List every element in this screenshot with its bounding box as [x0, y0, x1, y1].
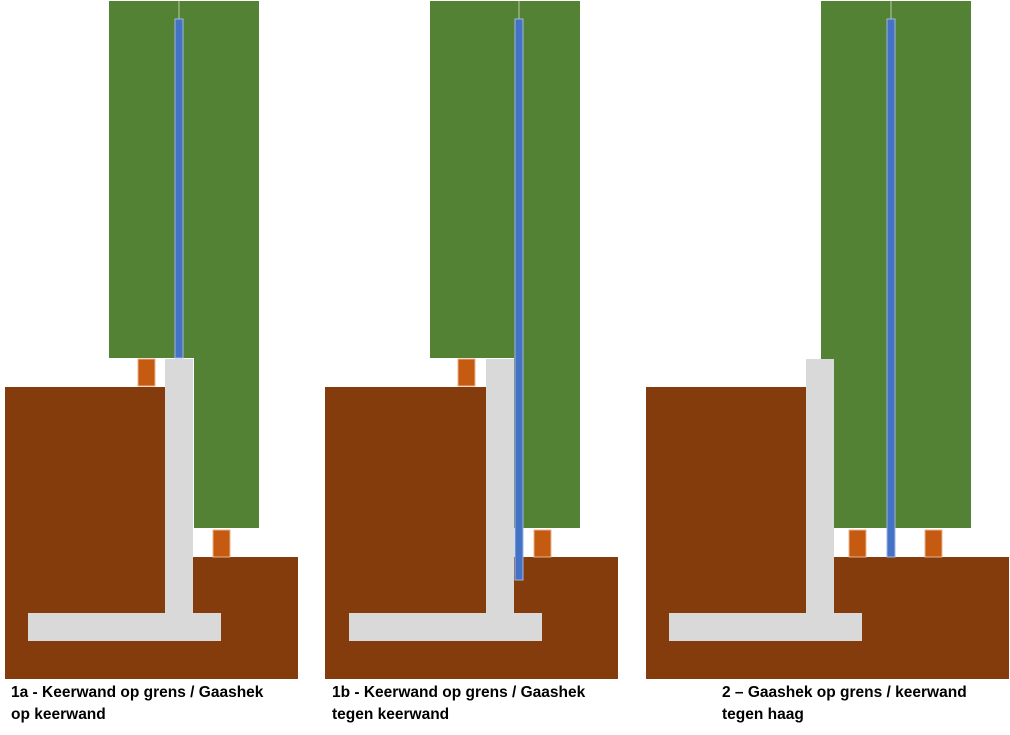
retaining-wall-stem	[806, 359, 834, 613]
retaining-wall-footing	[28, 613, 221, 641]
mesh-fence	[514, 18, 524, 581]
hedge-lower	[194, 358, 259, 528]
retaining-wall-stem	[486, 359, 514, 613]
hedge-lower	[514, 358, 580, 528]
fence-post-left	[848, 529, 867, 558]
panel-2	[646, 1, 1009, 679]
hedge	[821, 1, 971, 528]
panel-1b	[325, 1, 618, 679]
mesh-fence	[174, 18, 184, 359]
retaining-wall-footing	[669, 613, 862, 641]
caption-line: 1a - Keerwand op grens / Gaashek	[11, 684, 264, 701]
caption-line: 1b - Keerwand op grens / Gaashek	[332, 684, 586, 701]
fence-post-left	[137, 358, 156, 387]
caption-line: 2 – Gaashek op grens / keerwand	[722, 684, 967, 701]
retaining-wall-footing	[349, 613, 542, 641]
panel-1b-caption: 1b - Keerwand op grens / Gaashek tegen k…	[332, 682, 585, 726]
caption-line: tegen haag	[722, 706, 804, 723]
mesh-fence	[886, 18, 896, 558]
fence-post-right	[533, 529, 552, 558]
hedge-upper	[430, 1, 580, 358]
panel-2-caption: 2 – Gaashek op grens / keerwand tegen ha…	[722, 682, 967, 726]
caption-line: tegen keerwand	[332, 706, 450, 723]
hedge-upper	[109, 1, 259, 358]
panel-1a-caption: 1a - Keerwand op grens / Gaashek op keer…	[11, 682, 263, 726]
fence-post-right	[212, 529, 231, 558]
retaining-wall-stem	[165, 359, 193, 613]
panel-1a	[5, 1, 298, 679]
fence-post-left	[457, 358, 476, 387]
fence-post-right	[924, 529, 943, 558]
caption-line: op keerwand	[11, 706, 106, 723]
